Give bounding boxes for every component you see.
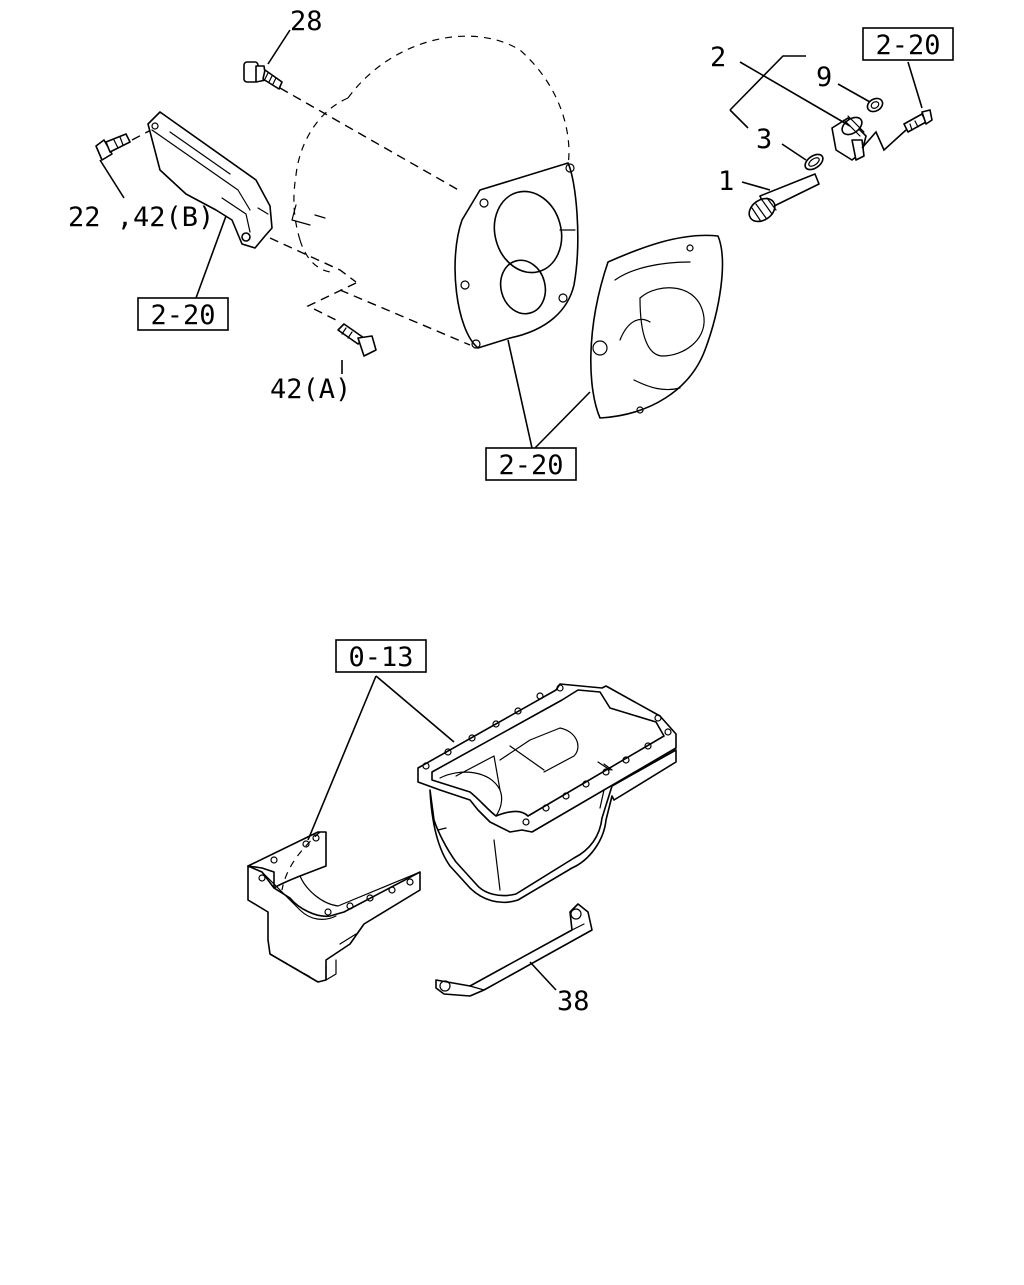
- leader-ref-bottom-a: [507, 339, 533, 449]
- lock-bolt: [903, 109, 933, 133]
- oil-pan: [417, 683, 677, 904]
- leader-2-branch: [729, 55, 806, 111]
- gear-case-plate: [590, 234, 724, 419]
- bolt-22-42b: [95, 133, 131, 161]
- leader-38: [529, 961, 557, 991]
- ref-box-left: 2-20: [137, 297, 229, 331]
- lower-case: [247, 831, 421, 983]
- label-3: 3: [756, 124, 772, 155]
- ref-box-bottom-center: 2-20: [485, 447, 577, 481]
- bolt42a-guide-b: [339, 289, 471, 346]
- ref-oil-pan-text: 0-13: [348, 642, 413, 673]
- leader-ref-top-right: [907, 61, 923, 109]
- label-42a: 42(A): [270, 374, 351, 405]
- bolt42a-guide-a: [306, 282, 357, 323]
- bolt28-guide: [279, 87, 463, 193]
- leader-ref-left: [195, 215, 227, 299]
- leader-3: [781, 143, 807, 161]
- label-9: 9: [816, 62, 832, 93]
- label-2: 2: [710, 42, 726, 73]
- label-28: 28: [290, 6, 323, 37]
- o-ring-3: [804, 153, 824, 171]
- leader-22-42b: [99, 159, 125, 199]
- label-38: 38: [557, 986, 590, 1017]
- side-cover: [147, 111, 273, 249]
- driven-gear-1: [748, 173, 820, 223]
- ref-left-text: 2-20: [150, 300, 215, 331]
- leader-bolt-zigzag: [861, 129, 907, 152]
- leader-ref-oil-pan-b: [375, 675, 455, 743]
- leader-28: [267, 29, 291, 65]
- label-22-42b: 22 ,42(B): [68, 202, 214, 233]
- seal-ring-9: [866, 97, 884, 113]
- leader-2-3: [729, 109, 749, 129]
- leader-9: [837, 83, 871, 103]
- ref-box-top-right: 2-20: [862, 27, 954, 61]
- ref-top-right-text: 2-20: [875, 30, 940, 61]
- bolt-42a: [337, 323, 377, 357]
- speedometer-sleeve: [831, 115, 867, 161]
- ref-box-oil-pan: 0-13: [335, 639, 427, 673]
- leader-2: [739, 61, 851, 127]
- leader-ref-oil-pan-a: [307, 675, 377, 841]
- bracket-38: [435, 903, 593, 997]
- cover-guide: [269, 237, 357, 283]
- leader-ref-bottom-b: [534, 391, 591, 449]
- bolt-28: [243, 61, 283, 90]
- leader-1: [741, 181, 771, 191]
- ref-bottom-center-text: 2-20: [498, 450, 563, 481]
- label-1: 1: [718, 166, 734, 197]
- flywheel-housing: [291, 35, 579, 349]
